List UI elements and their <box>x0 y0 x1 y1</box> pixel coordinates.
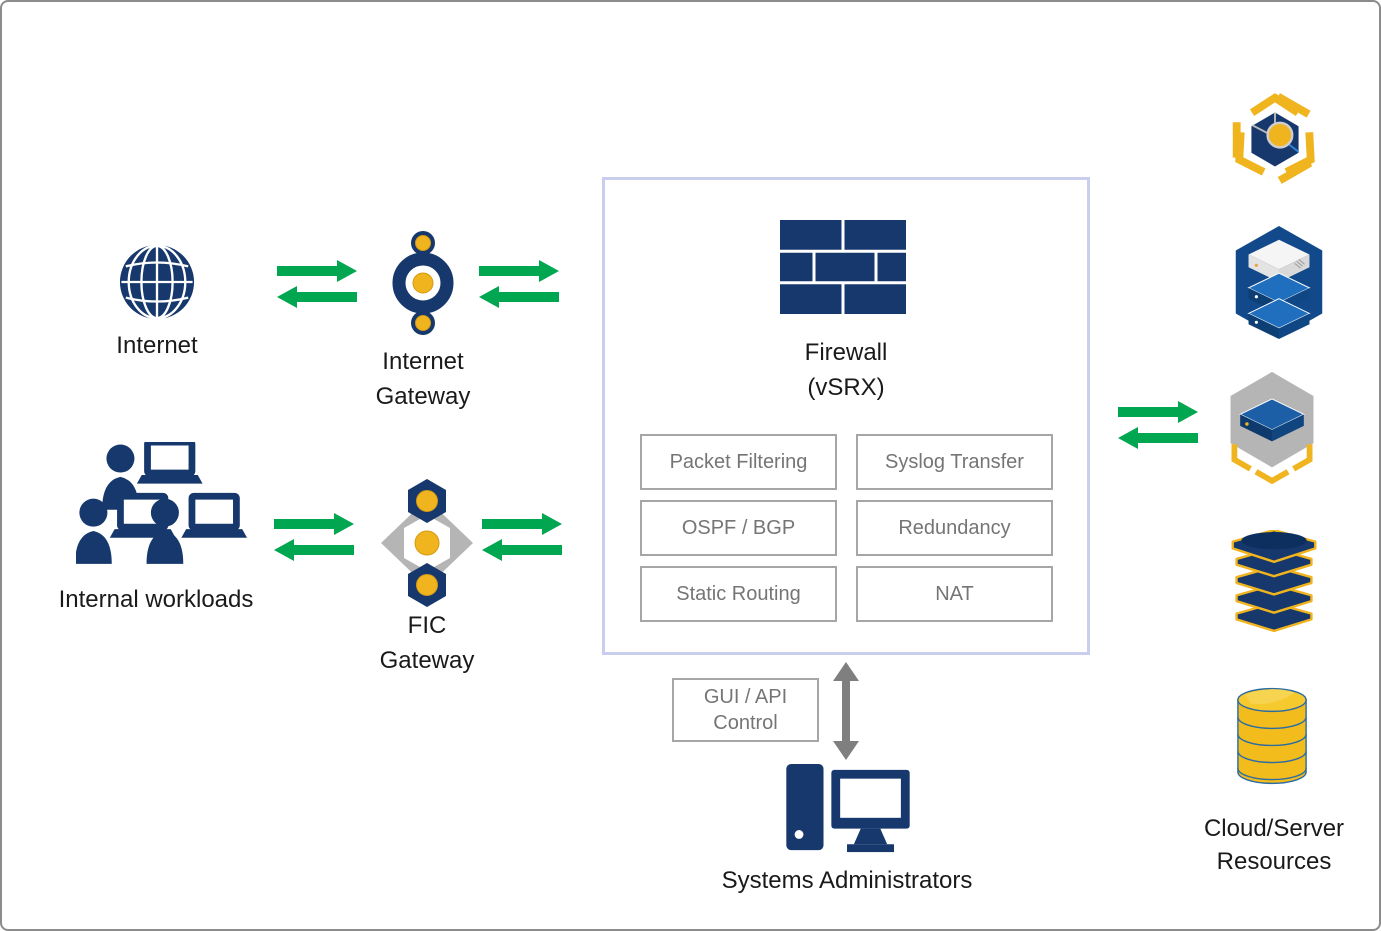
systems-administrators-label: Systems Administrators <box>707 863 987 898</box>
internet-label-text: Internet <box>116 332 198 359</box>
firewall-label: Firewall (vSRX) <box>746 335 946 405</box>
server-hexagon-icon <box>1235 225 1323 340</box>
internal-workloads-label-text: Internal workloads <box>58 586 254 613</box>
fic-gateway-label: FIC Gateway <box>327 608 527 678</box>
stacked-layers-icon <box>1231 530 1317 632</box>
feature-box-static-routing: Static Routing <box>640 566 837 622</box>
cube-frame-icon <box>1232 93 1315 184</box>
green-double-arrow-icon <box>1118 401 1198 449</box>
feature-box-packet-filtering: Packet Filtering <box>640 434 837 490</box>
desktop-computer-icon <box>786 763 910 853</box>
fic-gateway-diamond-icon <box>381 479 473 607</box>
internet-gateway-label-line1: Internet <box>382 348 464 375</box>
firewall-label-line2: (vSRX) <box>807 374 885 401</box>
database-cylinder-icon <box>1237 687 1307 785</box>
internet-label: Internet <box>57 328 257 363</box>
cloud-server-resources-line1: Cloud/Server <box>1203 815 1345 842</box>
feature-label: Packet Filtering <box>669 450 808 473</box>
cloud-server-resources-label: Cloud/Server Resources <box>1154 812 1379 878</box>
feature-box-nat: NAT <box>856 566 1053 622</box>
internal-workloads-label: Internal workloads <box>26 582 286 617</box>
green-double-arrow-icon <box>482 513 562 561</box>
feature-box-syslog-transfer: Syslog Transfer <box>856 434 1053 490</box>
internet-gateway-label: Internet Gateway <box>323 344 523 414</box>
gui-api-control-line1: GUI / API <box>703 686 788 708</box>
gui-api-control-box: GUI / API Control <box>672 678 819 742</box>
appliance-hexagon-icon <box>1230 371 1314 484</box>
systems-administrators-label-text: Systems Administrators <box>721 867 973 894</box>
gateway-ring-icon <box>392 231 454 335</box>
fic-gateway-label-line1: FIC <box>407 612 447 639</box>
feature-label: Static Routing <box>676 582 801 605</box>
feature-label: OSPF / BGP <box>681 516 796 539</box>
firewall-label-line1: Firewall <box>804 339 888 366</box>
green-double-arrow-icon <box>277 260 357 308</box>
feature-label: Syslog Transfer <box>885 450 1024 473</box>
gui-api-control-line2: Control <box>713 712 778 734</box>
users-laptops-icon <box>76 442 248 564</box>
internet-gateway-label-line2: Gateway <box>375 383 471 410</box>
brick-wall-icon <box>780 220 906 314</box>
fic-gateway-label-line2: Gateway <box>379 647 475 674</box>
green-double-arrow-icon <box>479 260 559 308</box>
feature-box-redundancy: Redundancy <box>856 500 1053 556</box>
feature-box-ospf-bgp: OSPF / BGP <box>640 500 837 556</box>
feature-label: NAT <box>935 582 974 605</box>
green-double-arrow-icon <box>274 513 354 561</box>
feature-label: Redundancy <box>898 516 1011 539</box>
globe-icon <box>119 244 195 320</box>
cloud-server-resources-line2: Resources <box>1216 848 1332 875</box>
gray-vertical-double-arrow-icon <box>833 662 859 760</box>
